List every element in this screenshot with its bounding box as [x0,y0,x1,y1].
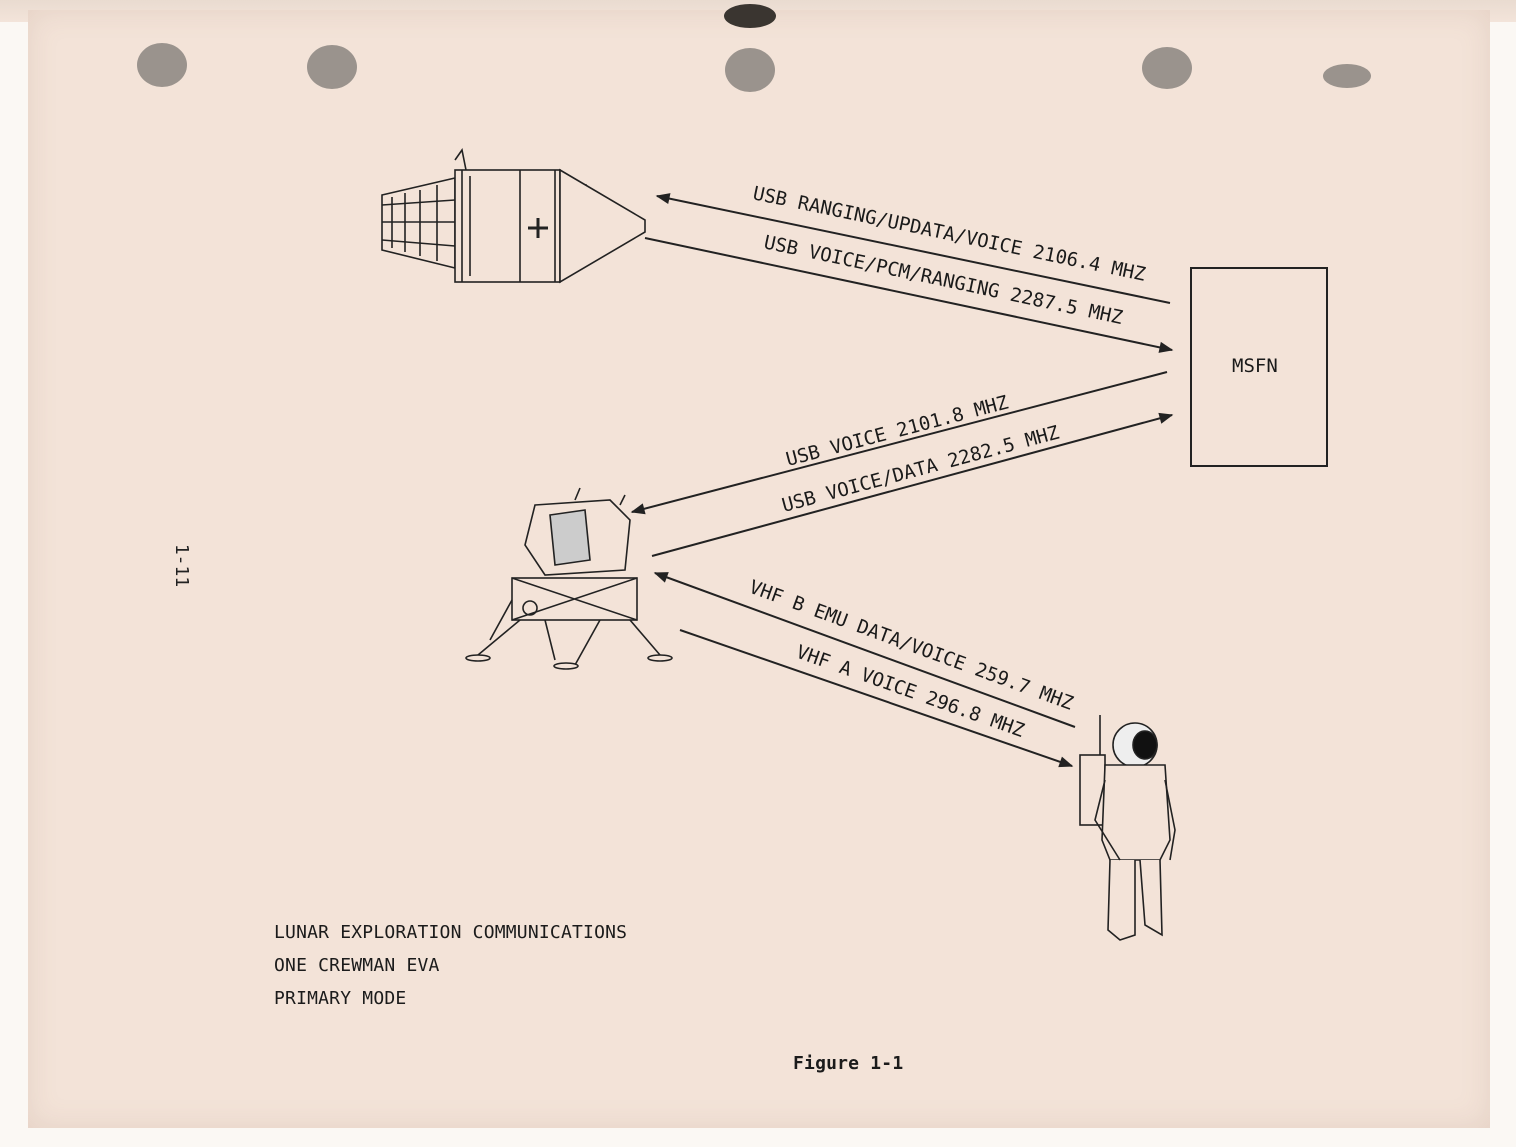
command-service-module-illustration [381,148,646,284]
lunar-module-illustration [465,487,673,670]
caption-line-mode: PRIMARY MODE [274,988,407,1009]
astronaut-illustration [1079,715,1176,941]
link-line-downlink-csm [644,237,1174,353]
caption-line-title: LUNAR EXPLORATION COMMUNICATIONS [274,922,628,943]
caption-line-eva: ONE CREWMAN EVA [274,955,440,976]
link-line-vhf-b [653,572,1076,728]
link-line-vhf-a [679,629,1074,768]
link-line-uplink-csm [655,193,1171,304]
msfn-label: MSFN [1232,355,1278,377]
binder-holes [137,4,1371,92]
link-line-uplink-lm [630,371,1168,515]
link-line-downlink-lm [651,412,1174,557]
msfn-box [1190,267,1328,467]
page-number: 1-11 [171,543,193,588]
document-page [28,10,1490,1128]
figure-label: Figure 1-1 [793,1053,904,1074]
link-label: USB VOICE/PCM/RANGING 2287.5 MHZ [762,231,1125,329]
